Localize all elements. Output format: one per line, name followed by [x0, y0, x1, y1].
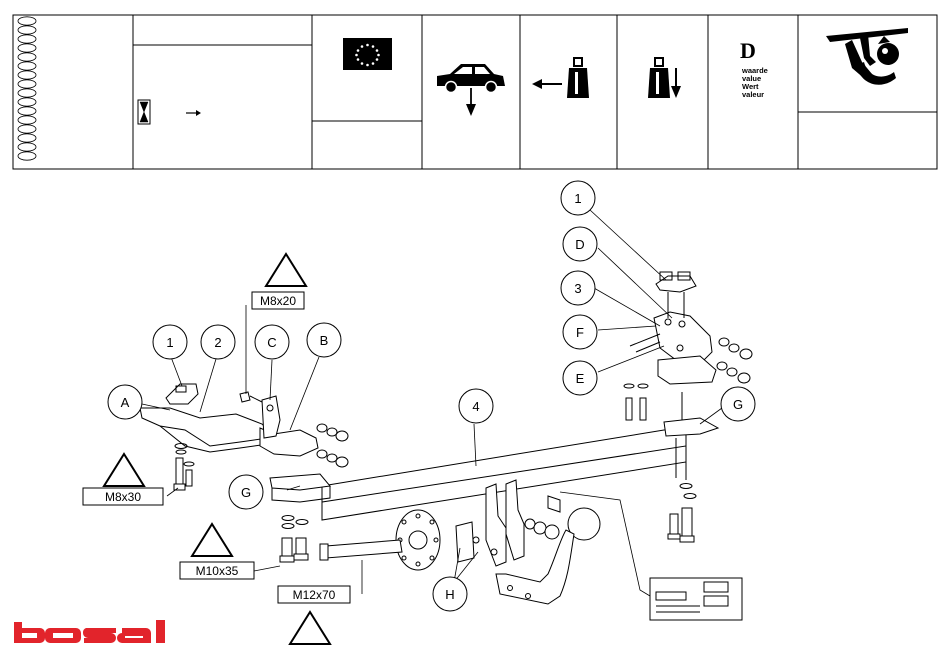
clamp-plate-left	[166, 384, 198, 404]
bolt-spec-m8x20: M8x20	[260, 294, 296, 308]
d-value-words: waarde value Wert valeur	[742, 67, 768, 99]
callout-label: F	[576, 325, 584, 340]
callout-label: C	[267, 335, 276, 350]
callout-label: 4	[472, 399, 479, 414]
towbar-icon	[826, 28, 908, 85]
hourglass-icon	[138, 100, 150, 124]
weight-down-icon	[648, 58, 681, 98]
callout-label: E	[576, 371, 585, 386]
car-load-down-icon	[437, 64, 505, 116]
d-value-letter: D	[740, 38, 756, 64]
pages-ovals-icon	[18, 17, 36, 160]
type-label-plate	[650, 578, 742, 620]
header-table	[13, 15, 937, 169]
callout-label: 3	[574, 281, 581, 296]
callout-label: 2	[214, 335, 221, 350]
bolt-spec-m10x35: M10x35	[196, 564, 239, 578]
callout-label: G	[241, 485, 251, 500]
arrow-left-weight-icon	[532, 58, 589, 98]
arrow-right-icon	[186, 110, 201, 116]
callout-label: 1	[166, 335, 173, 350]
d-value-word: valeur	[742, 91, 768, 99]
callout-label: 1	[574, 191, 581, 206]
eu-flag-icon	[343, 38, 392, 70]
bosal-logo	[14, 620, 165, 643]
callout-label: G	[733, 397, 743, 412]
bolt-spec-m8x30: M8x30	[105, 490, 141, 504]
crossbar	[322, 430, 686, 520]
callout-label: D	[575, 237, 584, 252]
callout-label: A	[121, 395, 130, 410]
callout-label: B	[320, 333, 329, 348]
callout-label: H	[445, 587, 454, 602]
bolt-spec-m12x70: M12x70	[293, 588, 336, 602]
assembly-diagram	[83, 181, 755, 644]
